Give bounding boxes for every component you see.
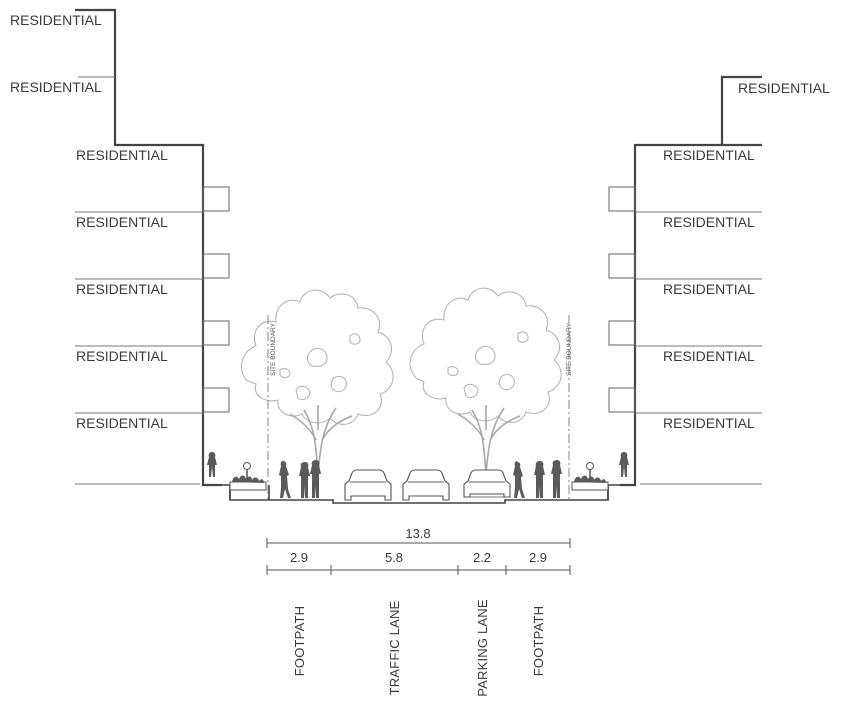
traffic-lane-width: 5.8 — [385, 550, 403, 565]
footpath-right-label: FOOTPATH — [531, 606, 546, 676]
car-1 — [344, 469, 392, 501]
left-site-boundary: SITE BOUNDARY — [267, 315, 277, 500]
right-tree — [409, 287, 562, 476]
left-residential-label-3: RESIDENTIAL — [76, 147, 168, 163]
right-residential-label-5: RESIDENTIAL — [663, 348, 755, 364]
left-residential-label-5: RESIDENTIAL — [76, 281, 168, 297]
zone-labels: FOOTPATH TRAFFIC LANE PARKING LANE FOOTP… — [292, 599, 546, 697]
total-width-value: 13.8 — [405, 526, 430, 541]
footpath-right-width: 2.9 — [529, 550, 547, 565]
right-residential-label-2: RESIDENTIAL — [663, 147, 755, 163]
parking-lane-label: PARKING LANE — [475, 599, 490, 697]
traffic-lane-label: TRAFFIC LANE — [387, 600, 402, 695]
right-site-boundary-label: SITE BOUNDARY — [566, 322, 573, 376]
total-width-dimension: 13.8 — [266, 526, 571, 548]
left-footpath-people — [279, 460, 321, 498]
left-building: RESIDENTIAL RESIDENTIAL RESIDENTIAL RESI… — [10, 8, 230, 487]
right-residential-label-4: RESIDENTIAL — [663, 281, 755, 297]
right-planter — [571, 452, 629, 491]
car-2 — [402, 469, 450, 501]
right-residential-label-3: RESIDENTIAL — [663, 214, 755, 230]
footpath-left-width: 2.9 — [290, 550, 308, 565]
right-residential-label-1: RESIDENTIAL — [738, 80, 830, 96]
left-residential-label-4: RESIDENTIAL — [76, 214, 168, 230]
car-3-parked — [463, 469, 511, 498]
left-planter — [207, 452, 267, 491]
left-site-boundary-label: SITE BOUNDARY — [270, 322, 277, 376]
left-residential-label-6: RESIDENTIAL — [76, 348, 168, 364]
left-residential-label-7: RESIDENTIAL — [76, 415, 168, 431]
left-tree — [241, 289, 394, 476]
right-site-boundary: SITE BOUNDARY — [566, 315, 573, 500]
right-residential-label-6: RESIDENTIAL — [663, 415, 755, 431]
parking-lane-width: 2.2 — [473, 550, 491, 565]
left-residential-label-1: RESIDENTIAL — [10, 12, 102, 28]
footpath-left-label: FOOTPATH — [292, 606, 307, 676]
right-footpath-people — [513, 460, 562, 498]
left-residential-label-2: RESIDENTIAL — [10, 79, 102, 95]
ground-profile — [75, 483, 762, 504]
right-building: RESIDENTIAL RESIDENTIAL RESIDENTIAL RESI… — [608, 75, 830, 487]
segment-dimensions: 2.9 5.8 2.2 2.9 — [266, 550, 571, 575]
